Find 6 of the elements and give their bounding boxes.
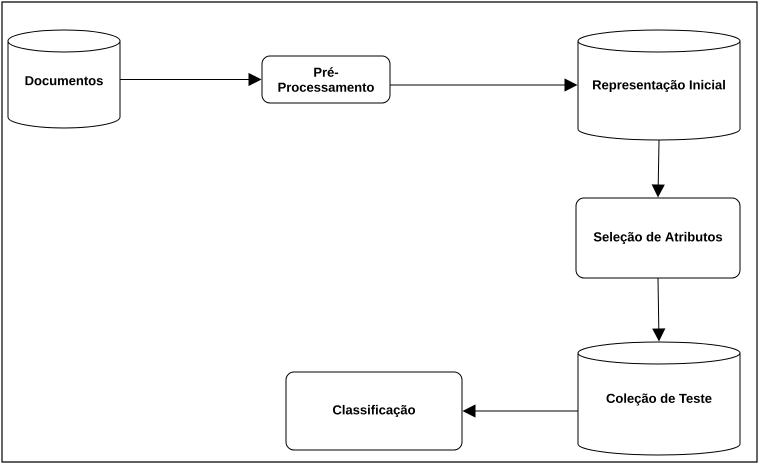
process-box: Seleção de Atributos: [576, 198, 740, 278]
database-cylinder: Documentos: [8, 30, 120, 128]
database-cylinder: Coleção de Teste: [578, 342, 740, 456]
process-box: Classificação: [286, 372, 462, 450]
process-box: Pré- Processamento: [262, 56, 390, 104]
database-cylinder: Representação Inicial: [578, 30, 740, 140]
